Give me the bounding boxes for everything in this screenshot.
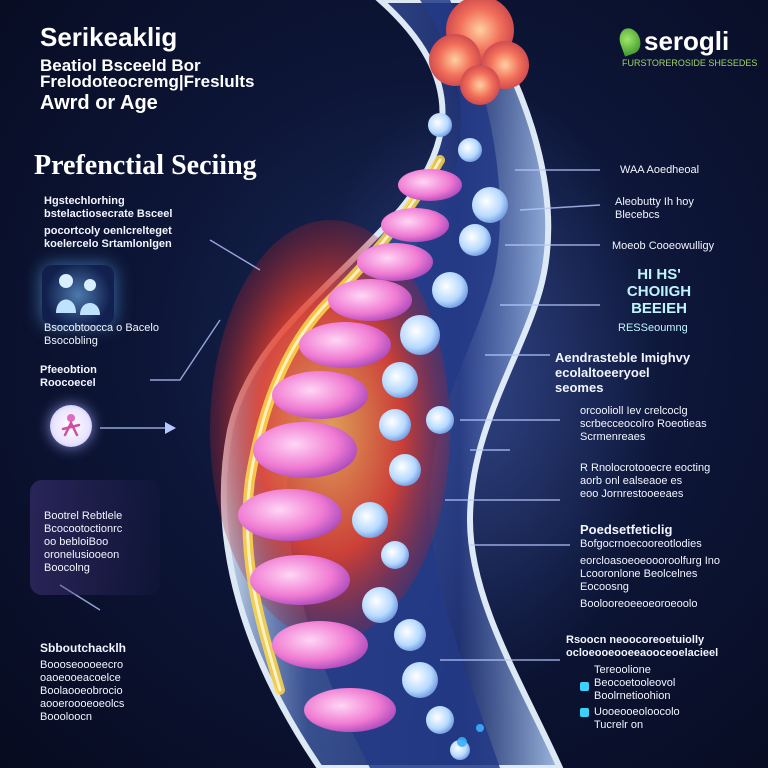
left-panel <box>30 480 160 595</box>
main-title: Serikeaklig <box>40 22 178 52</box>
right-label-2: Aleobutty Ih hoy Blecebcs <box>615 196 694 222</box>
block-line: Eocoosng <box>580 581 629 593</box>
right-label-5: RESSeoumng <box>618 322 688 334</box>
left-block-3: Sbboutchacklh Boooseoooeecro oaoeooeacoe… <box>40 642 126 724</box>
block-line: aorb onl ealseaoe es <box>580 475 683 487</box>
subtitle-line-2: Frelodoteocremg|Freslults <box>40 72 255 91</box>
right-block-7: orcoolioll Iev crelcoclg scrbecceocolro … <box>580 405 707 444</box>
block-3-line: Boolaooeobrocio <box>40 685 123 697</box>
block-line: Lcooronlone Beolcelnes <box>580 568 698 580</box>
panel-line: oronelusiooeon <box>44 549 120 561</box>
label-line: Pfeeobtion <box>40 364 97 376</box>
right-block-8: R Rnolocrotooecre eocting aorb onl ealse… <box>580 462 710 501</box>
left-block-1-line: koelercelo Srtamlonlgen <box>44 238 172 250</box>
subtitle-line-3: Awrd or Age <box>40 92 158 114</box>
panel-line: oo bebloiBoo <box>44 536 109 548</box>
highlight-line: BEEIEH <box>631 300 687 317</box>
block-line: eoo Jornrestooeeaes <box>580 488 684 500</box>
block-3-line: oaoeooeacoelce <box>40 672 121 684</box>
caption-line: Bsocobtoocca o Bacelo <box>44 322 159 334</box>
block-3-line: Boooloocn <box>40 711 92 723</box>
right-block-9: Poedsetfeticlig Bofgocrnoecooreotlodies … <box>580 522 720 611</box>
label-line: Blecebcs <box>615 209 660 221</box>
right-highlight: HI HS' CHOIIGH BEEIEH <box>618 266 700 317</box>
right-block-6: Aendrasteble Imighvy ecolaltoeeryoel seo… <box>555 350 690 395</box>
left-caption-1: Bsocobtoocca o Bacelo Bsocobling <box>44 322 159 348</box>
bullet-icon <box>580 708 589 717</box>
left-block-1: Hgstechlorhing bstelactiosecrate Bsceel … <box>44 195 172 251</box>
block-line: ecolaltoeeryoel <box>555 365 650 380</box>
block-3-title: Sbboutchacklh <box>40 641 127 655</box>
section-heading: Prefenctial Seciing <box>34 150 257 181</box>
panel-line: Bootrel Rebtlele <box>44 510 123 522</box>
right-label-3: Moeob Cooeowulligy <box>612 240 715 252</box>
figure-icon <box>50 405 92 447</box>
block-line: Scrmenreaes <box>580 431 646 443</box>
block-line: orcoolioll Iev crelcoclg <box>580 405 688 417</box>
label-line: Roocoecel <box>40 377 96 389</box>
block-3-line: aooeroooeoeolcs <box>40 698 125 710</box>
block-line: Uooeooeoloocolo <box>594 706 680 718</box>
left-block-1-line: bstelactiosecrate Bsceel <box>44 208 173 220</box>
left-panel-text: Bootrel Rebtlele Bcocootoctionrc oo bebl… <box>44 510 122 575</box>
block-line: ocloeooeooeeaooceoelacieel <box>566 647 719 659</box>
leaf-icon <box>616 25 644 57</box>
right-label-1: WAA Aoedheoal <box>620 164 700 176</box>
block-line: eorcloasoeoeoooroolfurg Ino <box>580 555 721 567</box>
block-line: Boolrnetioohion <box>594 690 671 702</box>
block-line: Tereoolione <box>594 664 651 676</box>
block-title: Poedsetfeticlig <box>580 522 673 537</box>
block-line: scrbecceocolro Roeotieas <box>580 418 707 430</box>
block-line: Rsoocn neoocoreoetuiolly <box>566 634 705 646</box>
left-block-1-line: pocortcoly oenlcrelteget <box>44 225 172 237</box>
right-block-12: Uooeooeoloocolo Tucrelr on <box>580 706 680 732</box>
people-icon <box>42 265 114 325</box>
subtitle-line-1: Beatiol Bsceeld Bor <box>40 56 201 75</box>
highlight-line: HI HS' <box>637 266 681 283</box>
left-block-1-line: Hgstechlorhing <box>44 195 125 207</box>
left-label-2: Pfeeobtion Roocoecel <box>40 364 97 390</box>
block-3-line: Boooseoooeecro <box>40 659 124 671</box>
panel-line: Boocolng <box>44 562 90 574</box>
block-line: seomes <box>555 380 604 395</box>
logo-tagline: FURSTOREROSIDE SHESEDES <box>622 58 758 68</box>
logo-name: serogli <box>644 26 730 56</box>
block-line: Tucrelr on <box>594 719 644 731</box>
caption-line: Bsocobling <box>44 335 98 347</box>
right-block-11: Tereoolione Beocoetooleovol Boolrnetiooh… <box>580 664 675 703</box>
block-line: Boolooreoeeoeoroeoolo <box>580 598 698 610</box>
block-line: Beocoetooleovol <box>594 677 676 689</box>
right-block-10: Rsoocn neoocoreoetuiolly ocloeooeooeeaoo… <box>566 634 718 660</box>
panel-line: Bcocootoctionrc <box>44 523 123 535</box>
block-line: Bofgocrnoecooreotlodies <box>580 538 702 550</box>
bullet-icon <box>580 682 589 691</box>
block-line: Aendrasteble Imighvy <box>555 350 691 365</box>
block-line: R Rnolocrotooecre eocting <box>580 462 711 474</box>
brand-logo: serogli FURSTOREROSIDE SHESEDES <box>616 25 758 82</box>
label-line: Aleobutty Ih hoy <box>615 196 694 208</box>
highlight-line: CHOIIGH <box>626 283 692 300</box>
